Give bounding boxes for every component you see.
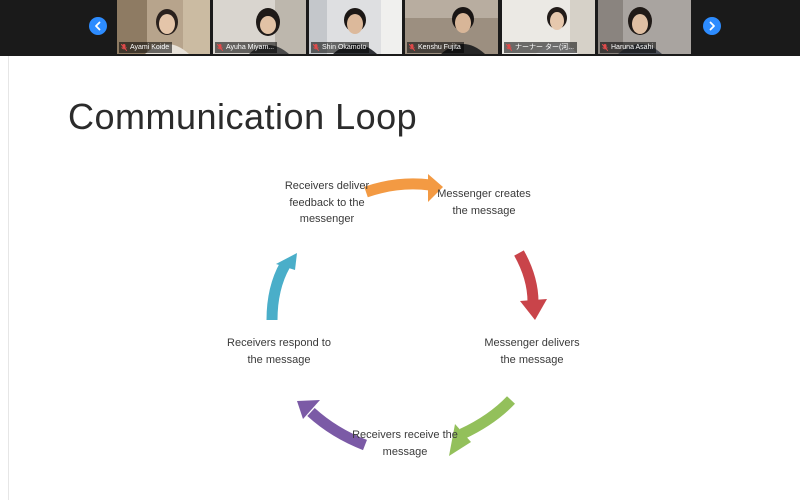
participant-name-tag: Ayami Koide [119,42,173,53]
participant-tile[interactable]: Ayami Koide [117,0,210,54]
participant-name-tag: Ayuha Miyam... [215,42,278,53]
cycle-step-label: Messenger creates the message [437,188,531,217]
cycle-step-label: Messenger delivers the message [484,337,580,366]
participant-tile[interactable]: Kenshu Fujita [405,0,498,54]
participant-name: Ayami Koide [130,44,170,51]
participant-tile[interactable]: Haruna Asahi [598,0,691,54]
participant-gallery: Ayami Koide Ayuha Miyam... [0,0,800,56]
chevron-right-icon [709,21,715,31]
participant-name: Ayuha Miyam... [226,44,275,51]
participant-name-tag: Shin Okamoto [311,42,370,53]
shared-screen [0,56,800,500]
mic-muted-icon [313,44,319,51]
participant-name: Haruna Asahi [611,44,654,51]
slide-title: Communication Loop [68,96,418,137]
gallery-prev-button[interactable] [89,17,107,35]
participant-name: Kenshu Fujita [418,44,461,51]
mic-muted-icon [217,44,223,51]
participant-tile[interactable]: Shin Okamoto [309,0,402,54]
cycle-step-label: Receivers receive the message [352,429,458,458]
mic-muted-icon [409,44,415,51]
participant-name-tag: Haruna Asahi [600,42,657,53]
participant-tile[interactable]: ナーナー ター(河... [502,0,595,54]
participant-name-tag: ナーナー ター(河... [504,42,578,53]
participant-name: ナーナー ター(河... [515,44,575,51]
cycle-step-label: Receivers deliver feedback to the messen… [284,180,370,225]
mic-muted-icon [602,44,608,51]
cycle-step-label: Receivers respond to the message [227,337,331,366]
participant-name: Shin Okamoto [322,44,367,51]
chevron-left-icon [95,21,101,31]
participant-name-tag: Kenshu Fujita [407,42,464,53]
participant-tile[interactable]: Ayuha Miyam... [213,0,306,54]
slide [8,56,800,500]
mic-muted-icon [506,44,512,51]
gallery-next-button[interactable] [703,17,721,35]
mic-muted-icon [121,44,127,51]
